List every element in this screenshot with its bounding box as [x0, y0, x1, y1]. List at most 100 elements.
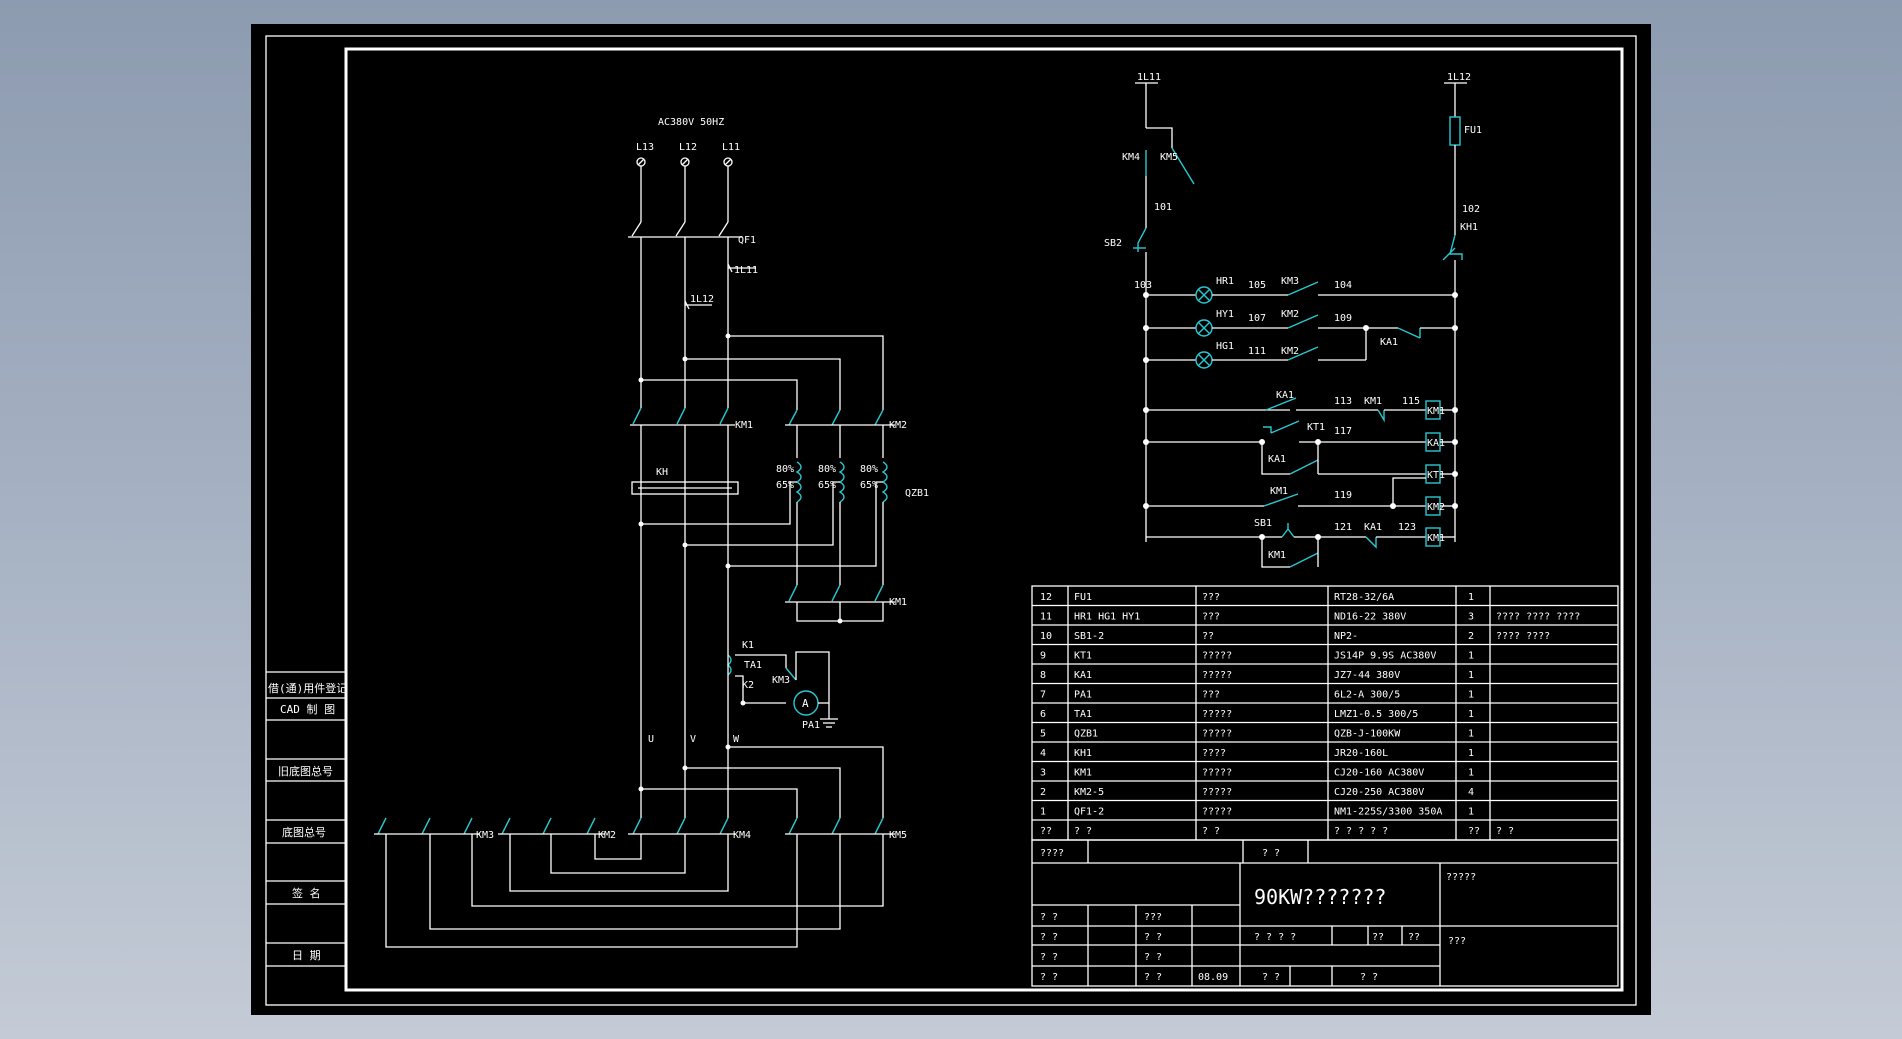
tb-scale: ? ? ? ?	[1254, 932, 1296, 943]
bom-cell-qty: 1	[1468, 748, 1474, 759]
bom-header-no: ??	[1040, 826, 1052, 837]
side-label-sign: 签 名	[292, 886, 321, 900]
bom-cell-spec: JR20-160L	[1334, 748, 1388, 759]
control-row-6: KT1	[1318, 464, 1458, 484]
bom-cell-spec: JS14P 9.9S AC380V	[1334, 651, 1436, 662]
row3-node: 111	[1248, 346, 1266, 357]
n103-label: 103	[1134, 280, 1152, 291]
phase-v-label: V	[690, 734, 696, 745]
pa1-label: PA1	[802, 720, 820, 731]
tb-company: ?????	[1446, 872, 1476, 883]
tb-role-4: ? ?	[1040, 972, 1058, 983]
outer-border	[265, 35, 1637, 1006]
bom-cell-spec: NP2-	[1334, 631, 1358, 642]
bom-header-code: ? ?	[1074, 826, 1092, 837]
row1-node: 105	[1248, 280, 1266, 291]
bom-cell-name: ?????	[1202, 729, 1232, 740]
phase-u-label: U	[648, 734, 654, 745]
n113-label: 113	[1334, 396, 1352, 407]
bom-cell-qty: 1	[1468, 651, 1474, 662]
bom-cell-qty: 1	[1468, 807, 1474, 818]
supply-label: AC380V 50HZ	[658, 117, 724, 128]
bom-cell-qty: 2	[1468, 631, 1474, 642]
title-block: ???? ? ? ? ? ? ? ? ? ? ? ??? ? ? ? ? ? ?…	[1031, 839, 1619, 987]
phase-w-label: W	[733, 734, 740, 745]
kt1-label: KT1	[1307, 422, 1325, 433]
bom-cell-name: ???	[1202, 690, 1220, 701]
bom-cell-no: 4	[1040, 748, 1046, 759]
ammeter-label: A	[802, 697, 809, 710]
bom-cell-name: ?????	[1202, 670, 1232, 681]
tap-65-1: 65%	[776, 480, 794, 491]
bom-header-spec: ? ? ? ? ?	[1334, 826, 1388, 837]
bom-cell-code: KH1	[1074, 748, 1092, 759]
bom-cell-code: FU1	[1074, 592, 1092, 603]
bom-cell-name: ?????	[1202, 807, 1232, 818]
bom-cell-name: ???	[1202, 612, 1220, 623]
bom-cell-no: 12	[1040, 592, 1052, 603]
coil-km2-label: KM2	[1427, 502, 1445, 513]
phase-label-2: L12	[679, 142, 697, 153]
control-row-5: KT1 117 KA1 KA1	[1143, 420, 1458, 475]
fu1-label: FU1	[1464, 125, 1482, 136]
tb-r1-a: ????	[1040, 848, 1064, 859]
ka1-top-label: KA1	[1380, 337, 1398, 348]
ta-km-label: KM3	[772, 675, 790, 686]
bom-cell-name: ??	[1202, 631, 1214, 642]
tap-65-3: 65%	[860, 480, 878, 491]
lamp-row-1: HR1 105 KM3 104	[1143, 276, 1458, 304]
bottom-km2-label: KM2	[598, 830, 616, 841]
lamp-row-3: HG1 111 KM2	[1143, 328, 1367, 369]
tb-drawing-no: ???	[1448, 936, 1466, 947]
coil-ka1-label: KA1	[1427, 438, 1445, 449]
bom-cell-code: KA1	[1074, 670, 1092, 681]
bom-cell-code: KM2-5	[1074, 787, 1104, 798]
bom-cell-code: QZB1	[1074, 729, 1098, 740]
inner-border	[344, 47, 1624, 992]
tap-80-1: 80%	[776, 464, 794, 475]
bottom-km4-label: KM4	[733, 830, 751, 841]
bom-cell-name: ?????	[1202, 651, 1232, 662]
side-label-base: 底图总号	[282, 825, 326, 839]
bom-cell-no: 11	[1040, 612, 1052, 623]
side-label-cad: CAD 制 图	[280, 703, 335, 716]
bom-cell-name: ?????	[1202, 709, 1232, 720]
bom-cell-no: 7	[1040, 690, 1046, 701]
bom-cell-spec: JZ7-44 380V	[1334, 670, 1400, 681]
control-circuit: 1L11 1L12 FU1 102 KH1 KM4 KM5 101 SB2 10…	[1104, 72, 1482, 568]
tb-bot-b: ? ?	[1360, 972, 1378, 983]
tap-80-3: 80%	[860, 464, 878, 475]
bom-cell-spec: LMZ1-0.5 300/5	[1334, 709, 1418, 720]
ta-k2-label: K2	[742, 680, 754, 691]
km1-r6-label: KM1	[1270, 486, 1288, 497]
row3-contact: KM2	[1281, 346, 1299, 357]
control-row-8: SB1 121 KA1 123 KM1 KM1	[1146, 518, 1455, 568]
row2-contact: KM2	[1281, 309, 1299, 320]
control-row-4: KA1 113 KM1 115 KM1	[1143, 390, 1458, 423]
tb-stamp-1: ? ?	[1144, 932, 1162, 943]
bottom-contact-bank: KM3 KM2 KM4 KM5	[374, 817, 907, 948]
row1-contact: KM3	[1281, 276, 1299, 287]
bom-cell-no: 6	[1040, 709, 1046, 720]
ka1-r5-label: KA1	[1268, 454, 1286, 465]
bom-cell-no: 1	[1040, 807, 1046, 818]
bom-cell-no: 9	[1040, 651, 1046, 662]
bom-cell-spec: ND16-22 380V	[1334, 612, 1406, 623]
bom-header-qty: ??	[1468, 826, 1480, 837]
ta1-label: TA1	[744, 660, 762, 671]
bom-cell-no: 10	[1040, 631, 1052, 642]
power-circuit: AC380V 50HZ L13 L12 L11 QF1 1L11 1L12	[374, 117, 929, 948]
tb-r1-b: ? ?	[1262, 848, 1280, 859]
side-label-old-base: 旧底图总号	[278, 764, 333, 778]
ctrl-top-right-label: 1L12	[1447, 72, 1471, 83]
tb-bot-a: ? ?	[1262, 972, 1280, 983]
bom-cell-code: SB1-2	[1074, 631, 1104, 642]
bom-cell-name: ?????	[1202, 787, 1232, 798]
lamp-row-2: HY1 107 KM2 109 KA1	[1143, 309, 1458, 348]
ctrl-top-left-label: 1L11	[1137, 72, 1161, 83]
tb-date: 08.09	[1198, 972, 1228, 983]
tb-mid-a: ??	[1372, 932, 1384, 943]
km-bottom-label: KM1	[889, 597, 907, 608]
row2-node: 107	[1248, 313, 1266, 324]
